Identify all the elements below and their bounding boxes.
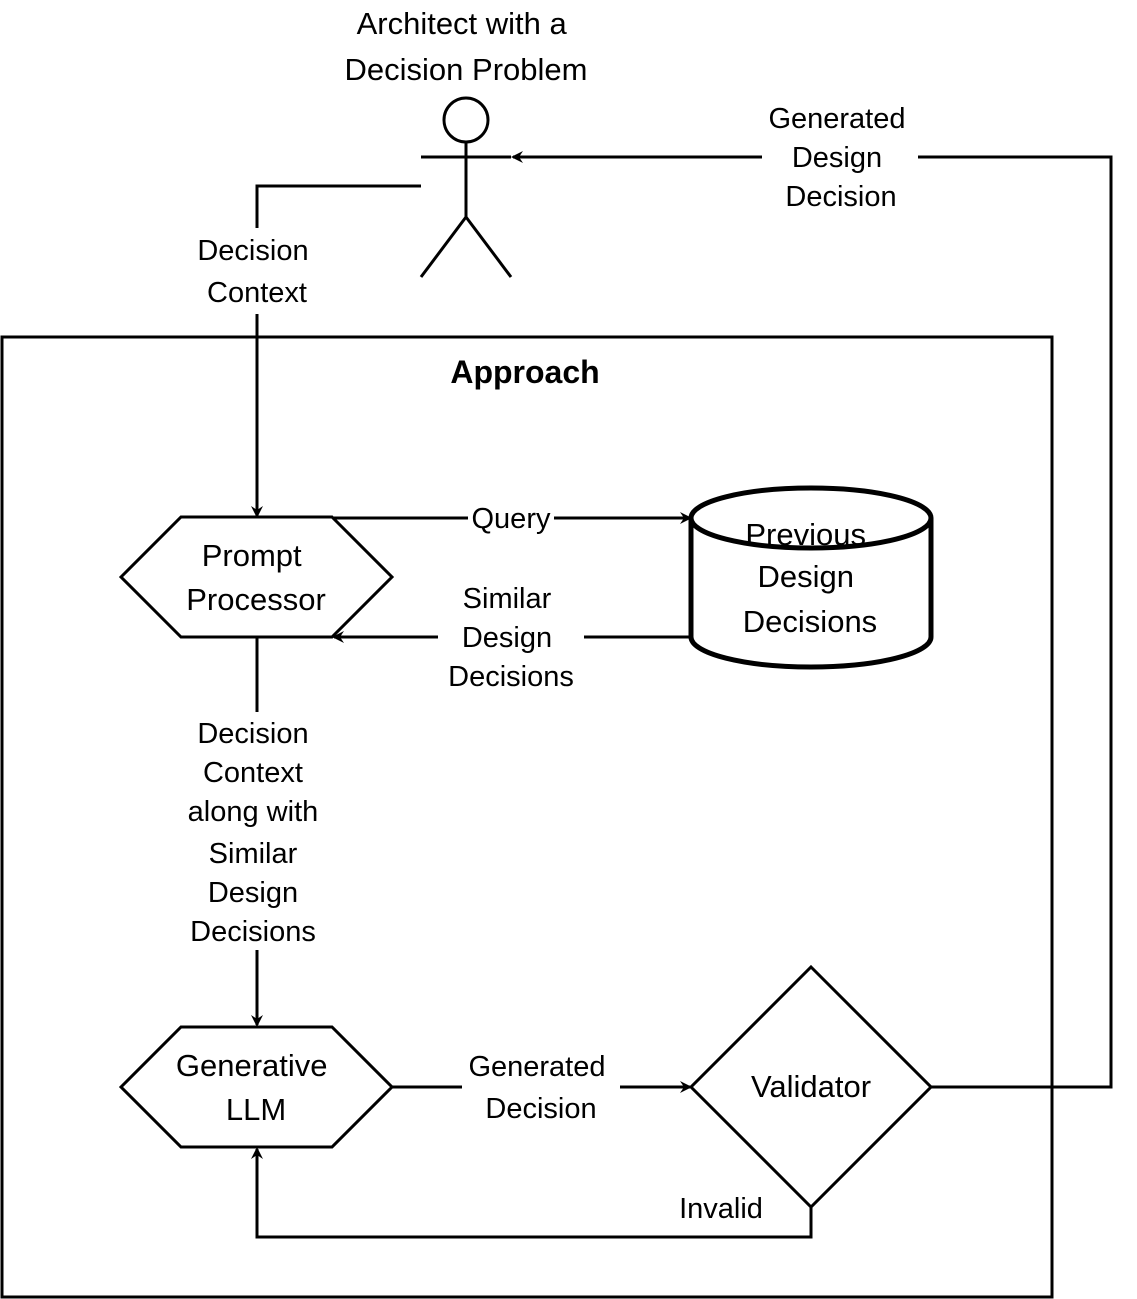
actor-label: Architect with a Decision Problem xyxy=(345,6,588,87)
edge-label-similar-design-decisions: Similar Design Decisions xyxy=(448,583,574,693)
edge-label-generated-decision: Generated Decision xyxy=(468,1051,613,1125)
approach-container xyxy=(0,335,1054,1299)
prompt-processor-node xyxy=(118,515,395,639)
architect-actor-icon xyxy=(419,96,513,278)
validator-node xyxy=(688,964,934,1210)
database-cylinder-icon xyxy=(688,485,934,670)
edge-label-invalid: Invalid xyxy=(679,1193,763,1225)
edge-decision-context xyxy=(251,184,421,518)
edge-label-context-with-similar: Decision Context along with Similar Desi… xyxy=(188,718,327,948)
generative-llm-label: Generative LLM xyxy=(176,1048,336,1127)
edge-invalid xyxy=(251,1147,813,1239)
prompt-processor-label: Prompt Processor xyxy=(186,538,326,617)
edge-label-query: Query xyxy=(472,503,551,535)
edge-label-decision-context: Decision Context xyxy=(197,235,316,309)
approach-title: Approach xyxy=(450,354,599,390)
edge-label-generated-design-decision: Generated Design Decision xyxy=(768,103,913,213)
generative-llm-node xyxy=(118,1025,395,1149)
database-label: Previous Design Decisions xyxy=(743,517,877,639)
validator-label: Validator xyxy=(751,1069,871,1104)
